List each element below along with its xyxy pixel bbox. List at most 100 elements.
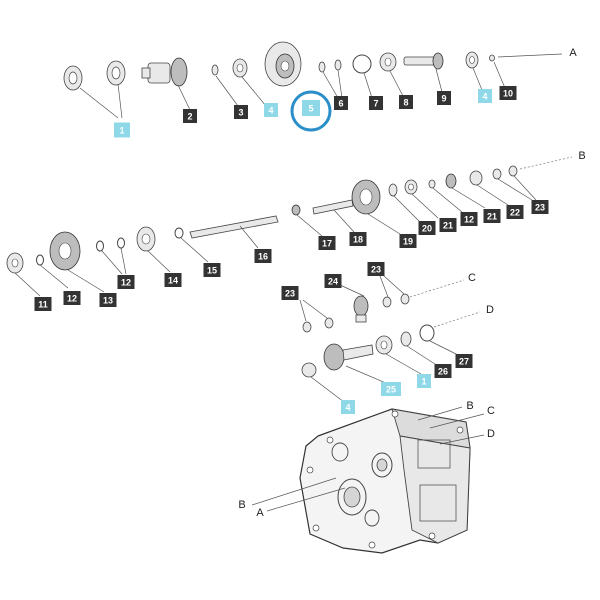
callout-box <box>99 293 117 307</box>
bolt-hole <box>368 541 376 549</box>
callout-c8: 8 <box>399 95 413 109</box>
housing-bore-inner <box>343 486 361 508</box>
callout-number: 1 <box>119 126 124 136</box>
callout-c12b: 12 <box>117 275 135 289</box>
reference-letter-lA1: A <box>569 47 577 59</box>
callout-c16: 16 <box>254 249 272 263</box>
housing-bore <box>364 509 380 527</box>
callout-c21b: 21 <box>483 209 501 223</box>
callout-number: 10 <box>503 89 513 99</box>
bearing-bore <box>384 57 392 67</box>
ring-part <box>211 64 219 76</box>
callout-number: 3 <box>238 108 243 118</box>
callout-number: 22 <box>510 208 520 218</box>
callout-c13: 13 <box>99 293 117 307</box>
row2-parts <box>6 165 518 274</box>
bolt-hole <box>326 436 334 444</box>
callout-number: 19 <box>403 237 413 247</box>
bolt-hole <box>428 532 436 540</box>
callout-number: 4 <box>268 106 273 116</box>
reference-letter-lD1: D <box>486 304 494 316</box>
shaft-gear-part <box>147 62 171 84</box>
callout-c23c: 23 <box>281 286 299 300</box>
callout-c7: 7 <box>369 96 383 110</box>
washer-part <box>324 317 334 329</box>
bearing-bore <box>236 63 244 73</box>
shaft-part <box>342 344 374 361</box>
bearing-bore <box>141 233 151 245</box>
callout-box <box>506 205 524 219</box>
bearing-bore <box>380 340 388 350</box>
callout-number: 13 <box>103 296 113 306</box>
callout-number: 2 <box>187 112 192 122</box>
bearing-bore <box>11 258 19 268</box>
callout-c3: 3 <box>234 105 248 119</box>
callout-box <box>439 218 457 232</box>
reference-letter-lB1: B <box>578 150 585 162</box>
long-shaft-part <box>189 215 279 239</box>
callout-c1a: 1 <box>114 122 130 138</box>
callout-box <box>478 89 492 103</box>
callout-c27: 27 <box>455 354 473 368</box>
callout-number: 23 <box>371 265 381 275</box>
housing-bore <box>371 452 393 478</box>
bearing-part <box>301 362 317 378</box>
callout-number: 14 <box>168 276 178 286</box>
reference-letter-lA2: A <box>256 507 264 519</box>
callout-box <box>183 109 197 123</box>
bolt-hole <box>391 410 399 418</box>
callout-box <box>399 234 417 248</box>
callout-box <box>417 374 431 388</box>
callout-box <box>34 297 52 311</box>
callout-number: 12 <box>464 215 474 225</box>
callout-number: 11 <box>38 300 48 310</box>
splined-shaft-part <box>312 199 354 215</box>
callout-number: 6 <box>338 99 343 109</box>
callout-number: 23 <box>285 289 295 299</box>
gear-bore <box>58 242 72 260</box>
callout-c4a: 4 <box>264 103 278 117</box>
housing-bore <box>331 442 349 462</box>
callout-box <box>117 275 135 289</box>
reference-letter-lB3: B <box>238 499 245 511</box>
callout-c15: 15 <box>203 263 221 277</box>
reference-letter-lC1: C <box>468 272 476 284</box>
callout-c24: 24 <box>324 274 342 288</box>
transmission-housing <box>299 408 471 554</box>
callout-box <box>399 95 413 109</box>
callout-number: 27 <box>459 357 469 367</box>
callout-c22: 22 <box>506 205 524 219</box>
callout-number: 9 <box>441 94 446 104</box>
housing-leaders <box>251 406 485 512</box>
callout-box <box>264 103 278 117</box>
callout-c4c: 4 <box>341 400 355 414</box>
callout-c25: 25 <box>381 382 401 396</box>
ring-part <box>334 59 342 71</box>
callout-number: 4 <box>345 403 350 413</box>
callout-c19: 19 <box>399 234 417 248</box>
washer-part <box>400 293 410 305</box>
callout-c14: 14 <box>164 273 182 287</box>
callout-box <box>254 249 272 263</box>
callout-number: 7 <box>373 99 378 109</box>
callout-c1b: 1 <box>417 374 431 388</box>
gear-part <box>353 295 369 317</box>
callout-box <box>434 364 452 378</box>
row3-parts <box>301 293 435 378</box>
housing-pocket <box>417 439 451 469</box>
bolt-hole <box>456 426 464 434</box>
callout-number: 24 <box>328 277 338 287</box>
callout-box <box>341 400 355 414</box>
callout-box <box>349 232 367 246</box>
washer-part <box>382 296 392 308</box>
callout-box <box>499 86 517 100</box>
reference-letter-lD2: D <box>487 428 495 440</box>
callout-number: 18 <box>353 235 363 245</box>
washer-part <box>302 321 312 333</box>
callout-box <box>531 200 549 214</box>
callout-number: 4 <box>482 92 487 102</box>
housing-bore <box>337 478 367 516</box>
callout-c11: 11 <box>34 297 52 311</box>
